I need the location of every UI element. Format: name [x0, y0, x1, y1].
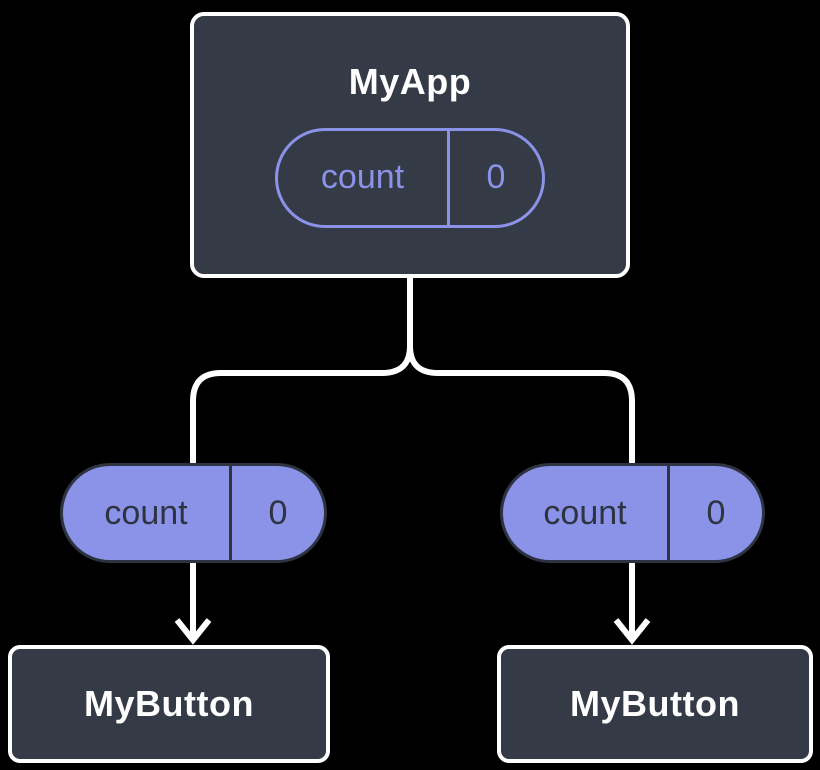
parent-component-title: MyApp — [348, 61, 472, 103]
child-component-title-left: MyButton — [84, 683, 254, 725]
parent-component-box: MyApp count 0 — [190, 12, 630, 278]
arrowhead-right-icon — [613, 618, 651, 645]
child-component-box-right: MyButton — [497, 645, 813, 763]
prop-pill-right-label: count — [543, 493, 627, 532]
prop-pill-left-label: count — [104, 493, 188, 532]
state-pill-label: count — [320, 158, 405, 197]
prop-pill-right-value: 0 — [667, 466, 762, 560]
child-component-box-left: MyButton — [8, 645, 330, 763]
child-component-title-right: MyButton — [570, 683, 740, 725]
connector-left-branch — [190, 276, 413, 636]
prop-pill-left: count 0 — [60, 463, 327, 563]
arrowhead-left-icon — [174, 618, 212, 645]
state-pill: count 0 — [275, 127, 545, 228]
prop-pill-right: count 0 — [500, 463, 765, 563]
connector-right-branch — [407, 276, 635, 636]
state-pill-value: 0 — [447, 130, 542, 225]
prop-pill-left-value: 0 — [229, 466, 324, 560]
